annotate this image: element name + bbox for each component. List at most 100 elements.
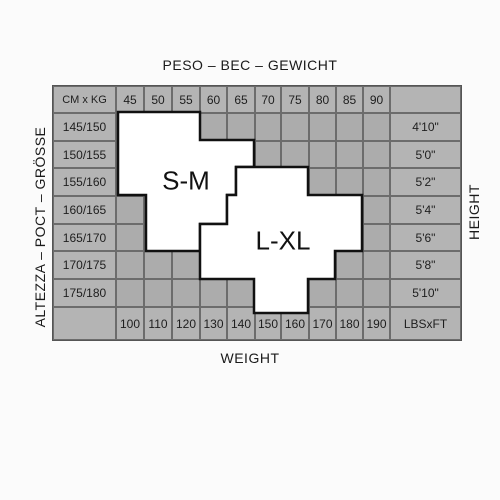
cm-row-label: 170/175: [53, 251, 116, 279]
ft-row-label: 5'4": [390, 196, 461, 224]
grid-cell: [172, 196, 200, 224]
lbs-header: 120: [172, 307, 200, 340]
grid-cell: [172, 279, 200, 307]
grid-cell: [227, 251, 255, 279]
cm-row-label: 160/165: [53, 196, 116, 224]
grid-cell: [255, 168, 281, 196]
grid-cell: [363, 251, 390, 279]
weight-caption-top: PESO – BEC – GEWICHT: [162, 57, 338, 73]
grid-cell: [336, 168, 363, 196]
cm-row-label: 145/150: [53, 113, 116, 141]
grid-cell: [281, 113, 309, 141]
kg-header: 50: [144, 86, 172, 113]
lbs-header: 150: [255, 307, 281, 340]
header-blank: [390, 86, 461, 113]
ft-row-label: 4'10": [390, 113, 461, 141]
grid-cell: [255, 196, 281, 224]
bottom-blank: [53, 307, 116, 340]
grid-cell: [309, 224, 336, 251]
kg-header: 60: [200, 86, 227, 113]
lbs-header: 110: [144, 307, 172, 340]
grid-cell: [309, 251, 336, 279]
grid-cell: [116, 279, 144, 307]
ft-row-label: 5'6": [390, 224, 461, 251]
grid-cell: [255, 113, 281, 141]
grid-cell: [255, 141, 281, 168]
kg-header: 45: [116, 86, 144, 113]
lbs-header: 170: [309, 307, 336, 340]
ft-row-label: 5'8": [390, 251, 461, 279]
kg-header: 55: [172, 86, 200, 113]
grid-cell: [200, 279, 227, 307]
grid-cell: [336, 113, 363, 141]
grid-cell: [281, 279, 309, 307]
grid-cell: [144, 224, 172, 251]
lbs-header: 160: [281, 307, 309, 340]
lbs-header: 100: [116, 307, 144, 340]
grid-cell: [200, 113, 227, 141]
grid-cell: [144, 279, 172, 307]
grid-cell: [200, 141, 227, 168]
grid-cell: [200, 224, 227, 251]
grid-cell: [309, 196, 336, 224]
grid-cell: [227, 279, 255, 307]
grid-cell: [281, 141, 309, 168]
grid-cell: [309, 168, 336, 196]
grid-cell: [255, 279, 281, 307]
grid-cell: [363, 141, 390, 168]
ft-row-label: 5'10": [390, 279, 461, 307]
grid-cell: [200, 196, 227, 224]
grid-cell: [309, 113, 336, 141]
grid-cell: [116, 224, 144, 251]
grid-cell: [336, 251, 363, 279]
lbs-ft-label: LBSxFT: [390, 307, 461, 340]
grid-cell: [363, 224, 390, 251]
corner-label: CM x KG: [53, 86, 116, 113]
lbs-header: 180: [336, 307, 363, 340]
grid-cell: [116, 251, 144, 279]
lbs-header: 190: [363, 307, 390, 340]
grid-cell: [200, 251, 227, 279]
lbs-header: 130: [200, 307, 227, 340]
grid-cell: [336, 279, 363, 307]
grid-cell: [336, 224, 363, 251]
grid-cell: [309, 141, 336, 168]
grid-cell: [116, 141, 144, 168]
zone-label-l-xl: L-XL: [255, 225, 311, 256]
grid-cell: [309, 279, 336, 307]
height-caption-right: HEIGHT: [466, 184, 482, 240]
grid-cell: [227, 113, 255, 141]
lbs-header: 140: [227, 307, 255, 340]
grid-cell: [116, 196, 144, 224]
weight-caption-bottom: WEIGHT: [220, 350, 280, 366]
grid-cell: [172, 113, 200, 141]
grid-cell: [227, 196, 255, 224]
grid-cell: [363, 113, 390, 141]
grid-cell: [227, 224, 255, 251]
kg-header: 70: [255, 86, 281, 113]
ft-row-label: 5'0": [390, 141, 461, 168]
grid-cell: [281, 168, 309, 196]
grid-cell: [144, 113, 172, 141]
kg-header: 90: [363, 86, 390, 113]
kg-header: 80: [309, 86, 336, 113]
kg-header: 75: [281, 86, 309, 113]
grid-cell: [363, 168, 390, 196]
kg-header: 65: [227, 86, 255, 113]
grid-cell: [144, 196, 172, 224]
grid-cell: [144, 141, 172, 168]
grid-cell: [363, 196, 390, 224]
cm-row-label: 150/155: [53, 141, 116, 168]
grid-cell: [116, 168, 144, 196]
cm-row-label: 165/170: [53, 224, 116, 251]
grid-cell: [227, 141, 255, 168]
grid-cell: [144, 251, 172, 279]
grid-cell: [363, 279, 390, 307]
grid-cell: [281, 196, 309, 224]
cm-row-label: 155/160: [53, 168, 116, 196]
kg-header: 85: [336, 86, 363, 113]
height-caption-left: ALTEZZA – POCT – GRÖSSE: [32, 126, 48, 328]
grid-cell: [172, 251, 200, 279]
grid-cell: [172, 224, 200, 251]
